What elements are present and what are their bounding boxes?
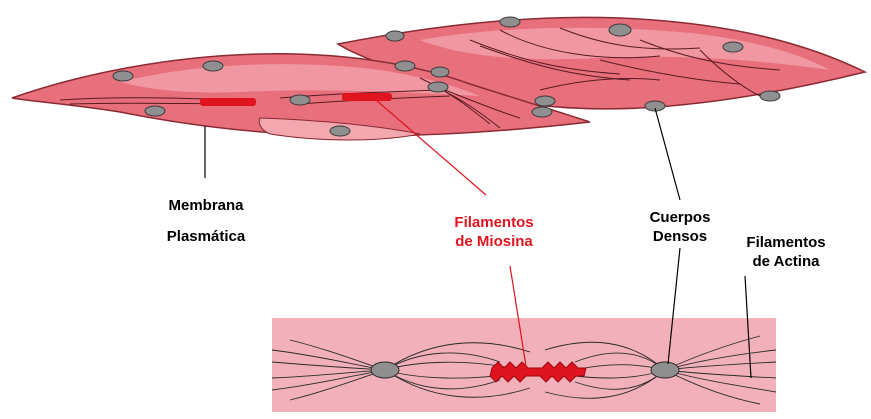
strip-dense-body-left [371, 362, 399, 378]
upper-myosin-filament-1 [200, 98, 256, 106]
dense-body [535, 96, 555, 106]
dense-body [113, 71, 133, 81]
label-cuerpos-line1: Cuerpos [630, 208, 730, 227]
dense-body [500, 17, 520, 27]
label-actina-line1: Filamentos [728, 233, 844, 252]
dense-body [431, 67, 449, 77]
strip-dense-body-right [651, 362, 679, 378]
dense-body [203, 61, 223, 71]
label-cuerpos-densos: Cuerpos Densos [630, 208, 730, 246]
label-filamentos-actina: Filamentos de Actina [728, 233, 844, 271]
dense-body [428, 82, 448, 92]
dense-body [395, 61, 415, 71]
label-miosina-line1: Filamentos [436, 213, 552, 232]
upper-myosin-filament-2 [342, 93, 392, 101]
dense-body [386, 31, 404, 41]
label-membrana-line2: Plasmática [158, 227, 254, 246]
dense-body [532, 107, 552, 117]
label-actina-line2: de Actina [728, 252, 844, 271]
label-miosina-line2: de Miosina [436, 232, 552, 251]
label-membrana-plasmatica: Membrana Plasmática [158, 196, 254, 246]
dense-body [609, 24, 631, 36]
dense-body [723, 42, 743, 52]
magnified-cell-strip [272, 318, 776, 412]
dense-body [330, 126, 350, 136]
dense-body [145, 106, 165, 116]
label-cuerpos-line2: Densos [630, 227, 730, 246]
label-membrana-line1: Membrana [158, 196, 254, 215]
leader-cuerpos-upper [655, 108, 680, 200]
dense-body [290, 95, 310, 105]
dense-body [760, 91, 780, 101]
label-filamentos-miosina: Filamentos de Miosina [436, 213, 552, 251]
